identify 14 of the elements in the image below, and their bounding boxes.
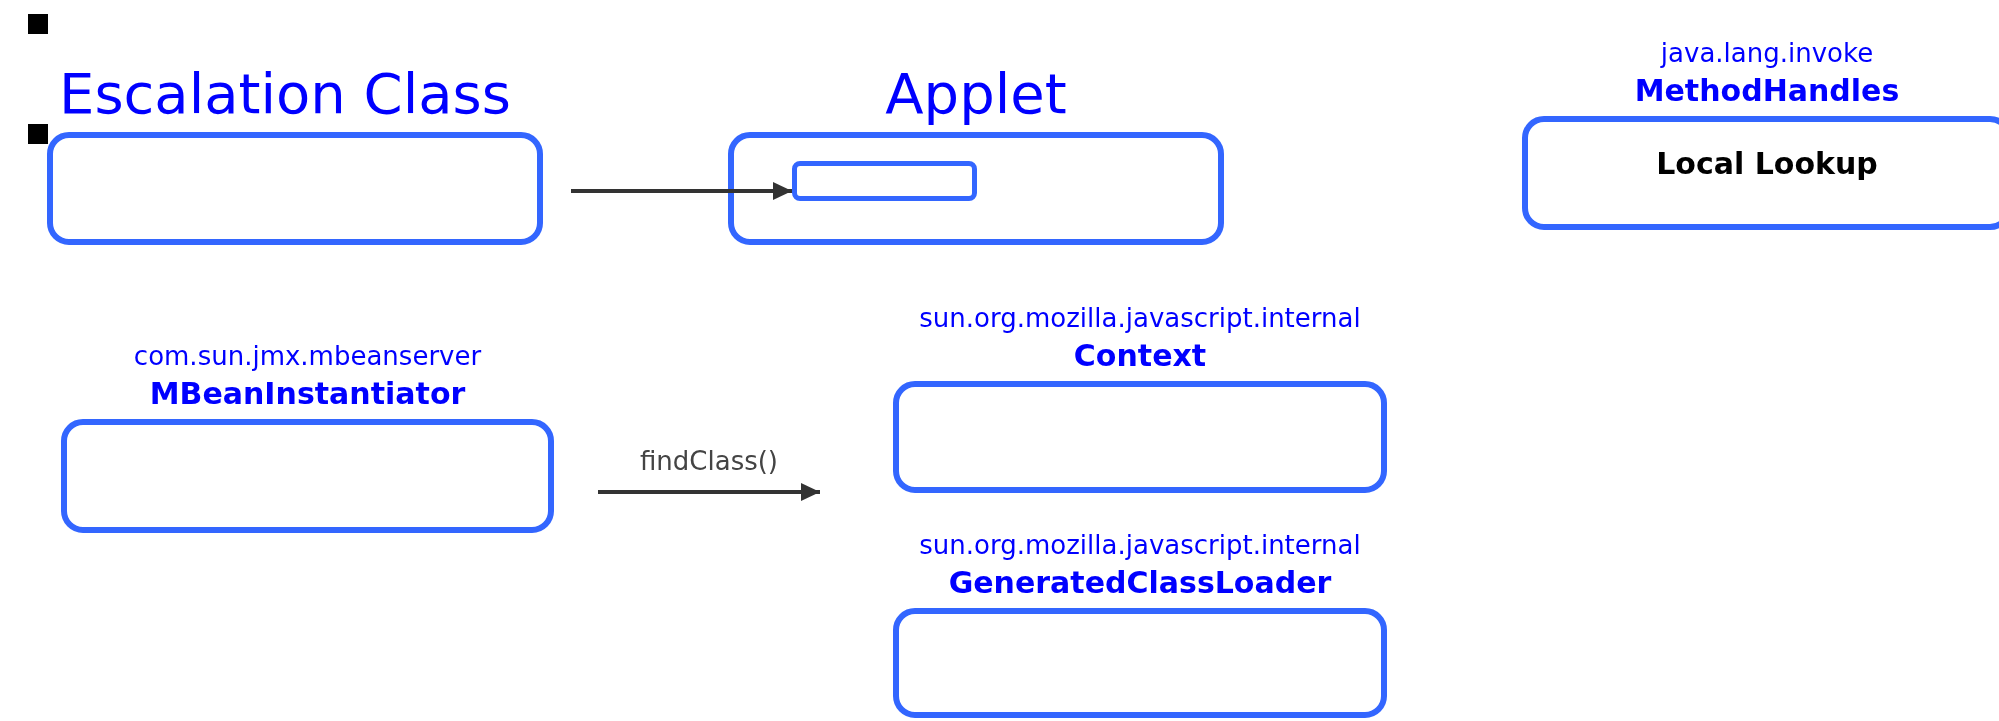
class-title: Escalation Class xyxy=(59,61,511,126)
method-label: Local Lookup xyxy=(1656,146,1878,181)
class-title: Applet xyxy=(885,61,1067,126)
arrow xyxy=(598,483,820,501)
package-name: com.sun.jmx.mbeanserver xyxy=(133,340,482,374)
class-name: MethodHandles xyxy=(1634,72,1900,110)
class-name: MBeanInstantiator xyxy=(149,375,466,413)
class-name: GeneratedClassLoader xyxy=(948,564,1332,602)
package-name: sun.org.mozilla.javascript.internal xyxy=(919,302,1361,336)
package-name: java.lang.invoke xyxy=(1660,37,1874,71)
inner-box xyxy=(792,161,977,201)
arrow xyxy=(571,182,792,200)
package-name: sun.org.mozilla.javascript.internal xyxy=(919,529,1361,563)
class-name: Context xyxy=(1073,337,1207,375)
